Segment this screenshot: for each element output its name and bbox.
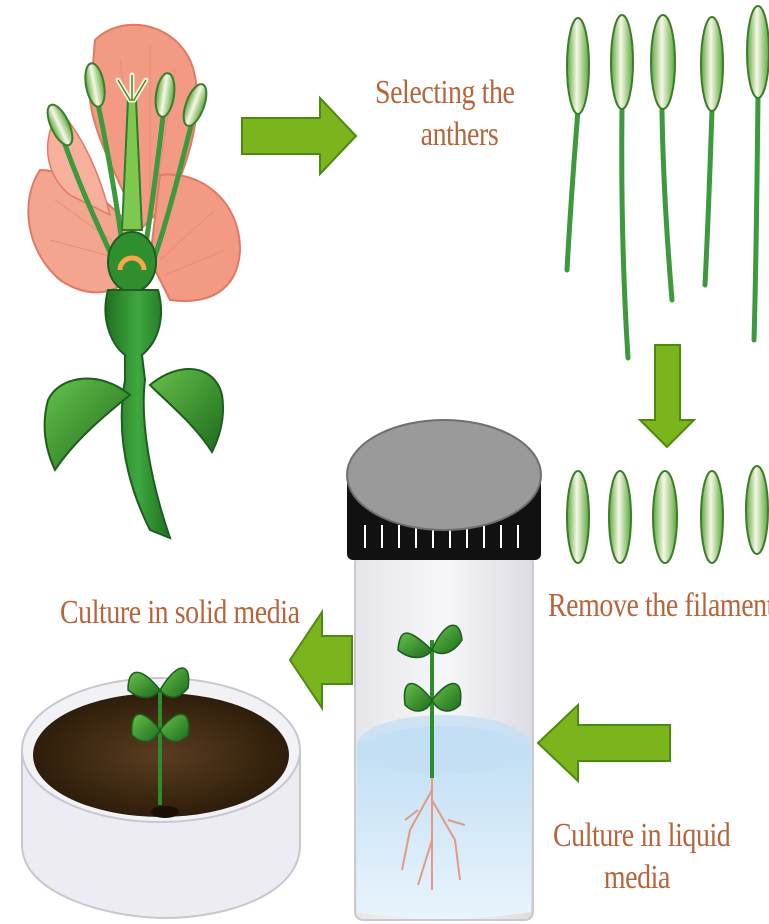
label-line: Remove the filament bbox=[548, 585, 769, 627]
label-culture-liquid: Culture in liquid media bbox=[553, 815, 730, 899]
label-culture-solid: Culture in solid media bbox=[60, 592, 300, 634]
label-line: Culture in solid media bbox=[60, 592, 300, 634]
label-line: Selecting the bbox=[375, 72, 514, 114]
anther-stamens-icon bbox=[567, 6, 769, 358]
label-selecting-anthers: Selecting the anthers bbox=[375, 72, 514, 156]
label-line: media bbox=[553, 857, 730, 899]
arrow-down-icon bbox=[640, 345, 694, 447]
petri-dish-seedling-icon bbox=[22, 668, 300, 918]
label-line: Culture in liquid bbox=[553, 815, 730, 857]
flower-illustration bbox=[28, 25, 240, 538]
label-remove-filament: Remove the filament bbox=[548, 585, 769, 627]
arrow-left-icon bbox=[538, 705, 670, 781]
label-line: anthers bbox=[375, 114, 514, 156]
isolated-anthers-icon bbox=[567, 466, 768, 563]
arrow-right-icon bbox=[242, 98, 356, 174]
culture-jar-icon bbox=[347, 420, 541, 920]
